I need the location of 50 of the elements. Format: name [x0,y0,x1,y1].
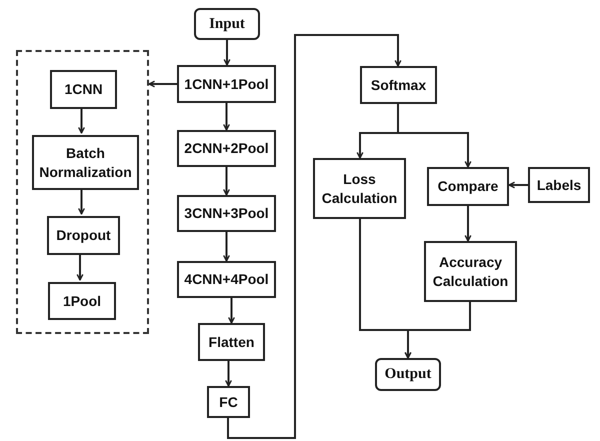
node-label: Output [384,365,432,384]
node-label: Accuracy Calculation [432,252,510,290]
node-label: 3CNN+3Pool [183,204,270,223]
arrow [223,232,230,262]
node-label: Batch Normalization [38,144,133,182]
node-label: Dropout [55,226,112,245]
dashed-group-box [16,50,149,334]
node-label: FC [218,392,239,412]
process-box [32,135,139,190]
process-box [177,65,276,103]
node-label: Loss Calculation [320,170,398,208]
node-label: Input [209,14,245,34]
node-label: 1Pool [62,292,102,310]
process-box [177,261,276,298]
arrow [78,188,85,215]
node-label: Flatten [208,332,256,352]
arrow [397,104,472,168]
terminal-box [375,358,441,391]
node-label: Compare [436,177,500,196]
node-label: Labels [536,176,582,194]
arrow [223,167,230,196]
terminal-box [194,8,260,40]
arrow [224,40,230,66]
process-box [424,241,517,302]
node-label: 1CNN [63,80,104,99]
arrow [223,103,230,131]
arrow [148,80,177,88]
node-label: Softmax [370,76,428,94]
process-box [528,167,590,203]
arrow [76,253,84,281]
process-box [177,195,276,232]
arrow [228,298,235,324]
process-box [427,167,509,206]
arrow [464,206,472,242]
process-box [50,70,117,109]
process-box [48,282,116,320]
arrow [78,107,85,134]
node-label: 4CNN+4Pool [183,270,270,289]
process-box [360,66,437,104]
arrow [404,302,471,359]
process-box [47,216,120,255]
arrow [508,182,528,188]
node-label: 1CNN+1Pool [183,74,270,94]
process-box [177,130,276,167]
process-box [198,323,265,361]
node-label: 2CNN+2Pool [183,139,270,158]
arrow [227,34,402,439]
arrow [225,361,232,387]
process-box [313,158,406,219]
process-box [207,386,250,418]
